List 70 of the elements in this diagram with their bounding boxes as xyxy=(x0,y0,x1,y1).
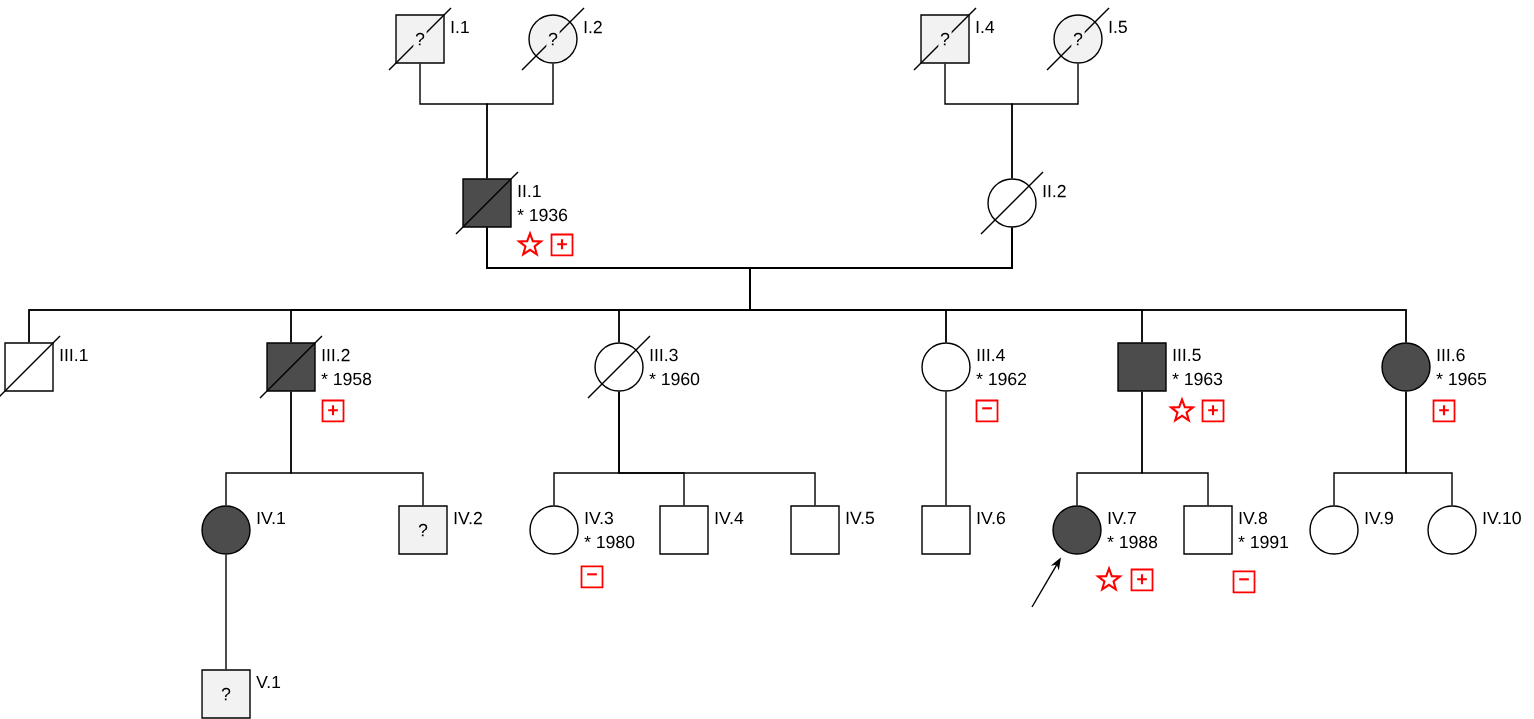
individual-id: III.6 xyxy=(1437,348,1465,362)
individual-id: IV.2 xyxy=(454,511,482,525)
test-result-box: + xyxy=(321,399,345,423)
individual-id: II.2 xyxy=(1043,184,1066,198)
pedigree-line xyxy=(1141,391,1209,506)
male-square: ? xyxy=(913,7,977,71)
female-circle xyxy=(980,171,1044,235)
birth-year: * 1991 xyxy=(1238,535,1289,549)
male-square xyxy=(659,505,709,555)
individual-id: I.1 xyxy=(451,20,469,34)
male-square xyxy=(0,335,61,399)
female-circle xyxy=(1381,342,1431,392)
pedigree-line xyxy=(290,391,424,506)
individual-id: IV.9 xyxy=(1365,511,1393,525)
individual-id: III.2 xyxy=(322,348,350,362)
test-result-box: − xyxy=(1232,570,1256,594)
test-result-box: + xyxy=(1130,568,1154,592)
individual-id: III.1 xyxy=(60,348,88,362)
individual-id: II.1 xyxy=(518,184,541,198)
pedigree-line xyxy=(486,63,554,179)
individual-id: IV.1 xyxy=(257,511,285,525)
individual-id: IV.8 xyxy=(1239,511,1267,525)
birth-year: * 1965 xyxy=(1436,372,1487,386)
pedigree-line xyxy=(225,554,227,670)
individual-id: IV.5 xyxy=(846,511,875,525)
male-square xyxy=(1117,342,1167,392)
birth-year: * 1962 xyxy=(976,372,1027,386)
male-square: ? xyxy=(398,505,448,555)
male-square xyxy=(455,171,519,235)
female-circle xyxy=(201,505,251,555)
birth-year: * 1936 xyxy=(517,208,568,222)
test-result-box: − xyxy=(975,399,999,423)
individual-id: V.1 xyxy=(256,675,281,689)
individual-id: IV.7 xyxy=(1108,511,1136,525)
male-square xyxy=(1183,505,1233,555)
birth-year: * 1980 xyxy=(584,535,635,549)
pedigree-line xyxy=(1405,391,1453,506)
birth-year: * 1958 xyxy=(321,372,372,386)
individual-id: I.2 xyxy=(584,20,602,34)
individual-id: III.5 xyxy=(1173,348,1201,362)
pedigree-line xyxy=(618,391,816,506)
female-circle xyxy=(529,505,579,555)
individual-id: I.5 xyxy=(1109,20,1127,34)
male-square xyxy=(790,505,840,555)
individual-id: IV.3 xyxy=(585,511,613,525)
test-result-box: + xyxy=(1201,399,1225,423)
female-circle xyxy=(1427,505,1477,555)
individual-id: III.4 xyxy=(977,348,1005,362)
male-square: ? xyxy=(201,669,251,719)
female-circle xyxy=(587,335,651,399)
female-circle xyxy=(921,342,971,392)
birth-year: * 1960 xyxy=(649,372,700,386)
male-square: ? xyxy=(388,7,452,71)
test-result-box: + xyxy=(1432,399,1456,423)
test-result-box: + xyxy=(550,233,574,257)
individual-id: I.4 xyxy=(976,20,995,34)
individual-id: III.3 xyxy=(650,348,678,362)
birth-year: * 1988 xyxy=(1107,535,1158,549)
test-result-box: − xyxy=(580,565,604,589)
pedigree-line xyxy=(749,227,1407,343)
pedigree-line xyxy=(945,391,947,506)
female-circle xyxy=(1052,505,1102,555)
individual-id: IV.4 xyxy=(715,511,744,525)
female-circle xyxy=(1309,505,1359,555)
birth-year: * 1963 xyxy=(1172,372,1223,386)
male-square xyxy=(921,505,971,555)
male-square xyxy=(259,335,323,399)
individual-id: IV.10 xyxy=(1483,511,1521,525)
individual-id: IV.6 xyxy=(977,511,1005,525)
pedigree-line xyxy=(1011,63,1079,179)
